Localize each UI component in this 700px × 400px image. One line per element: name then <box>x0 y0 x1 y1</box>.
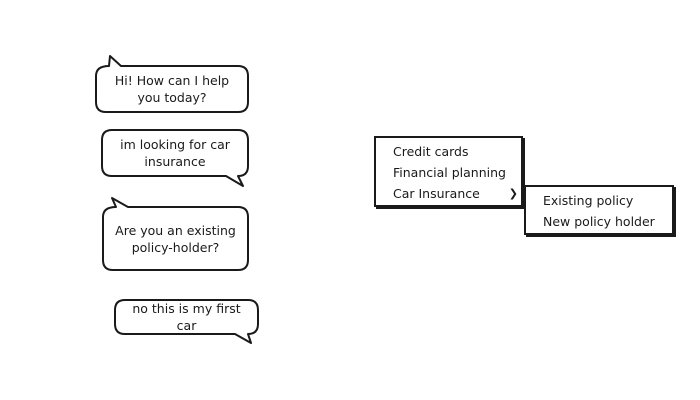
submenu-item-label: New policy holder <box>543 214 655 229</box>
chat-bubble-3 <box>102 197 249 271</box>
chat-message-3: Are you an existing policy-holder? <box>115 222 236 255</box>
menu-item-car-insurance[interactable]: Car Insurance ❯ <box>376 183 521 204</box>
chat-bubble-2 <box>101 129 249 187</box>
chat-bubble-4 <box>114 299 259 344</box>
chat-message-4: no this is my first car <box>132 301 241 333</box>
submenu-item-existing-policy[interactable]: Existing policy <box>526 190 672 211</box>
menu-item-label: Financial planning <box>393 165 506 180</box>
chat-message-1: Hi! How can I help you today? <box>114 73 230 105</box>
menu-item-label: Credit cards <box>393 144 469 159</box>
submenu-item-label: Existing policy <box>543 193 634 208</box>
chat-message-2: im looking for car insurance <box>120 137 230 169</box>
submenu: Existing policy New policy holder <box>524 185 674 235</box>
chat-bubble-1 <box>95 55 249 113</box>
submenu-item-new-policy-holder[interactable]: New policy holder <box>526 211 672 232</box>
chevron-right-icon: ❯ <box>508 187 518 200</box>
menu-item-financial-planning[interactable]: Financial planning <box>376 162 521 183</box>
menu-item-label: Car Insurance <box>393 186 480 201</box>
dropdown-menu: Credit cards Financial planning Car Insu… <box>374 136 523 207</box>
menu-item-credit-cards[interactable]: Credit cards <box>376 141 521 162</box>
